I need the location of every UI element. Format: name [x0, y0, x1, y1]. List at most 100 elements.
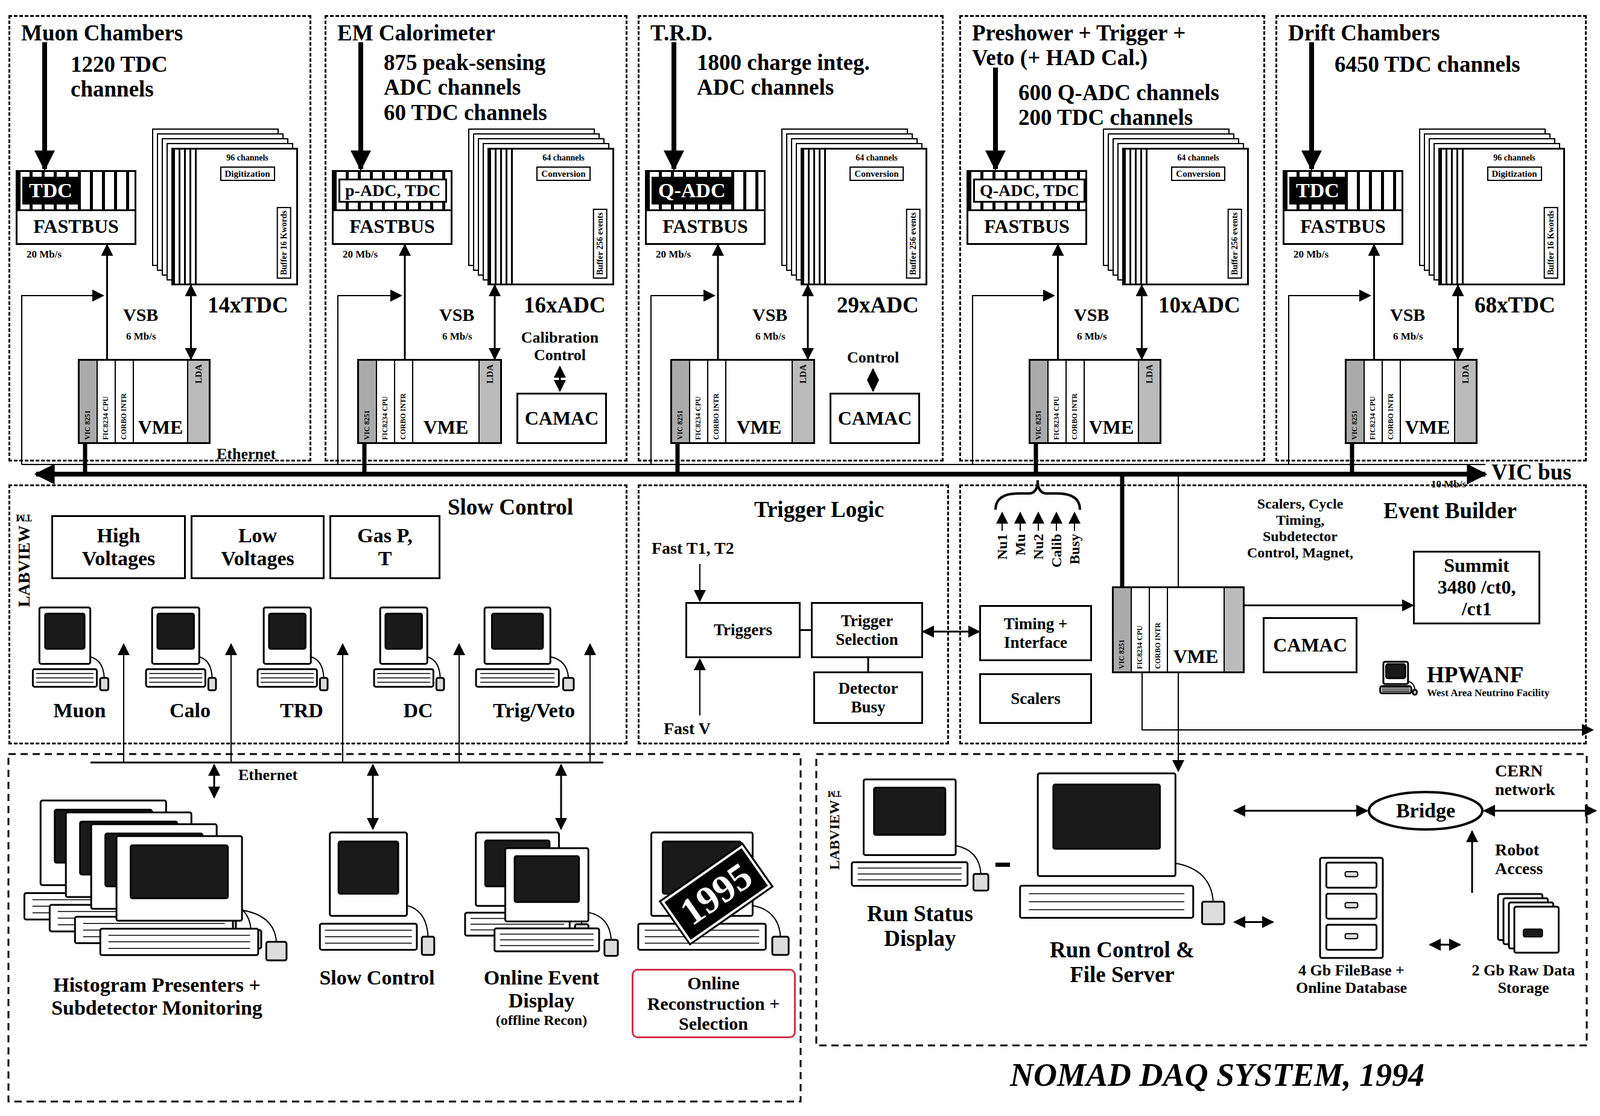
- box-label: Low Voltages: [212, 524, 303, 571]
- computer-icon: [844, 778, 996, 899]
- diagram-label: Calibration Control: [505, 328, 615, 364]
- process-box: Triggers: [685, 602, 801, 659]
- computer-caption: (offline Recon): [495, 1012, 588, 1029]
- module-card: 64 channelsConversionBuffer 256 events: [800, 147, 928, 286]
- connector: [1471, 831, 1474, 893]
- channel-count: 200 TDC channels: [1018, 104, 1272, 130]
- drawing-part: [1326, 924, 1377, 951]
- computer-icon: [1460, 892, 1587, 962]
- drawing-part: [874, 787, 946, 835]
- drawing-part: [90, 657, 105, 679]
- computer-node: Run Status Display: [844, 778, 996, 952]
- drawing-part: [269, 613, 306, 649]
- process-box: Trigger Selection: [810, 602, 924, 659]
- link-wire: [1177, 673, 1179, 772]
- drawing-part: [1381, 691, 1410, 693]
- ethernet-arrow: [560, 765, 563, 829]
- drawing-part: [108, 948, 251, 950]
- computer-node: HPWANFWest Area Neutrino Facility: [1377, 660, 1591, 701]
- connector: [1057, 244, 1059, 359]
- computer-icon: [1377, 660, 1420, 701]
- drawing-part: [319, 678, 328, 691]
- drawing-part: [1028, 901, 1185, 903]
- box-label: Detector Busy: [822, 679, 914, 716]
- drawing-part: [199, 657, 212, 679]
- bus-drop: [362, 444, 367, 475]
- drawing-part: [83, 923, 226, 925]
- connector: [404, 244, 407, 359]
- panel-heading: Preshower + Trigger + Veto (+ HAD Cal.): [971, 20, 1202, 71]
- drawing-part: [406, 905, 428, 937]
- drawing-part: [377, 673, 431, 675]
- drawing-part: [21, 295, 1371, 465]
- drawing-part: [857, 879, 962, 881]
- crate-name: VME: [423, 416, 469, 443]
- vme-slot: VIC 8251: [1030, 360, 1049, 443]
- box-label: Summit 3480 /ct0, /ct1: [1426, 555, 1527, 620]
- drawing-part: [484, 607, 551, 664]
- card-buffer: Buffer 256 events: [906, 208, 921, 279]
- diagram-label: 10xADC: [1158, 292, 1241, 318]
- drawing-part: [1028, 909, 1185, 911]
- box-label: High Voltages: [73, 524, 165, 571]
- drawing-part: [851, 862, 968, 886]
- card-label: 64 channels: [542, 153, 585, 163]
- drawing-part: [108, 941, 251, 943]
- vme-slot: [1223, 588, 1243, 672]
- panel-region: Event BuilderTiming + InterfaceScalersVI…: [959, 484, 1587, 745]
- link-wire: [1142, 673, 1593, 731]
- vme-slot: LDA: [187, 360, 209, 443]
- vme-slot: FIC8234 CPU: [690, 360, 709, 443]
- process-box: CAMAC: [829, 392, 921, 445]
- drawing-part: [1345, 933, 1359, 939]
- vic-bus: [36, 471, 1486, 477]
- process-box: Scalers: [979, 673, 1093, 724]
- ethernet-line: [21, 463, 1486, 466]
- computer-icon: [369, 606, 449, 700]
- ethernet-arrow: [213, 765, 216, 798]
- drawing-part: [324, 936, 412, 938]
- ethernet-drop: [589, 644, 591, 763]
- panel-region: Drift Chambers6450 TDC channelsTDCFASTBU…: [1275, 15, 1587, 462]
- drawing-part: [260, 677, 314, 679]
- card-buffer: Buffer 256 events: [1227, 208, 1243, 279]
- computer-icon: [313, 831, 441, 965]
- panel-heading: Drift Chambers: [1288, 20, 1554, 46]
- slot-label: VIC 8251: [1117, 639, 1126, 670]
- diagram-label: 6 Mb/s: [126, 330, 157, 343]
- computer-caption: Muon: [53, 699, 107, 723]
- module-stack: 64 channelsConversionBuffer 256 events: [487, 147, 615, 286]
- slot-label: CORBO INTR: [1070, 393, 1079, 440]
- drawing-part: [772, 936, 789, 956]
- diagram-label: Ethernet: [216, 445, 276, 463]
- diagram-label: 68xTDC: [1474, 292, 1556, 318]
- drawing-part: [377, 677, 431, 679]
- vme-body: VME: [1084, 360, 1138, 443]
- diagram-label: 10 Mb/s: [1431, 478, 1467, 490]
- diagram-label: 16xADC: [523, 292, 606, 318]
- channel-count: 6450 TDC channels: [1334, 51, 1582, 77]
- diagram-label: 20 Mb/s: [1293, 248, 1329, 261]
- computer-icon: [313, 831, 441, 967]
- computer-node: 2 Gb Raw Data Storage: [1460, 892, 1587, 997]
- drawing-part: [45, 613, 85, 649]
- ethernet-arrow: [372, 765, 375, 829]
- slot-label: VIC 8251: [676, 410, 685, 440]
- computer-icon: [1009, 772, 1235, 938]
- vme-slot: FIC8234 CPU: [1048, 360, 1067, 443]
- computer-caption: Slow Control: [319, 966, 435, 990]
- ethernet-drop: [458, 644, 460, 763]
- slot-label: VIC 8251: [1350, 410, 1359, 440]
- computer-node: Muon: [28, 606, 131, 723]
- computer-caption: Calo: [169, 699, 211, 723]
- crate-name: VME: [1088, 416, 1135, 443]
- vme-crate: VIC 8251FIC8234 CPUCORBO INTRVMELDA: [77, 358, 211, 445]
- signal-arrow: [671, 42, 677, 169]
- drawing-part: [562, 678, 574, 691]
- signal-arrow: [1055, 512, 1058, 531]
- fastbus-crate: p-ADC, TDCFASTBUS: [331, 170, 453, 245]
- diagram-label: Ethernet: [238, 766, 298, 784]
- ethernet-drop: [342, 644, 344, 763]
- connector: [494, 285, 496, 359]
- connector: [923, 631, 980, 633]
